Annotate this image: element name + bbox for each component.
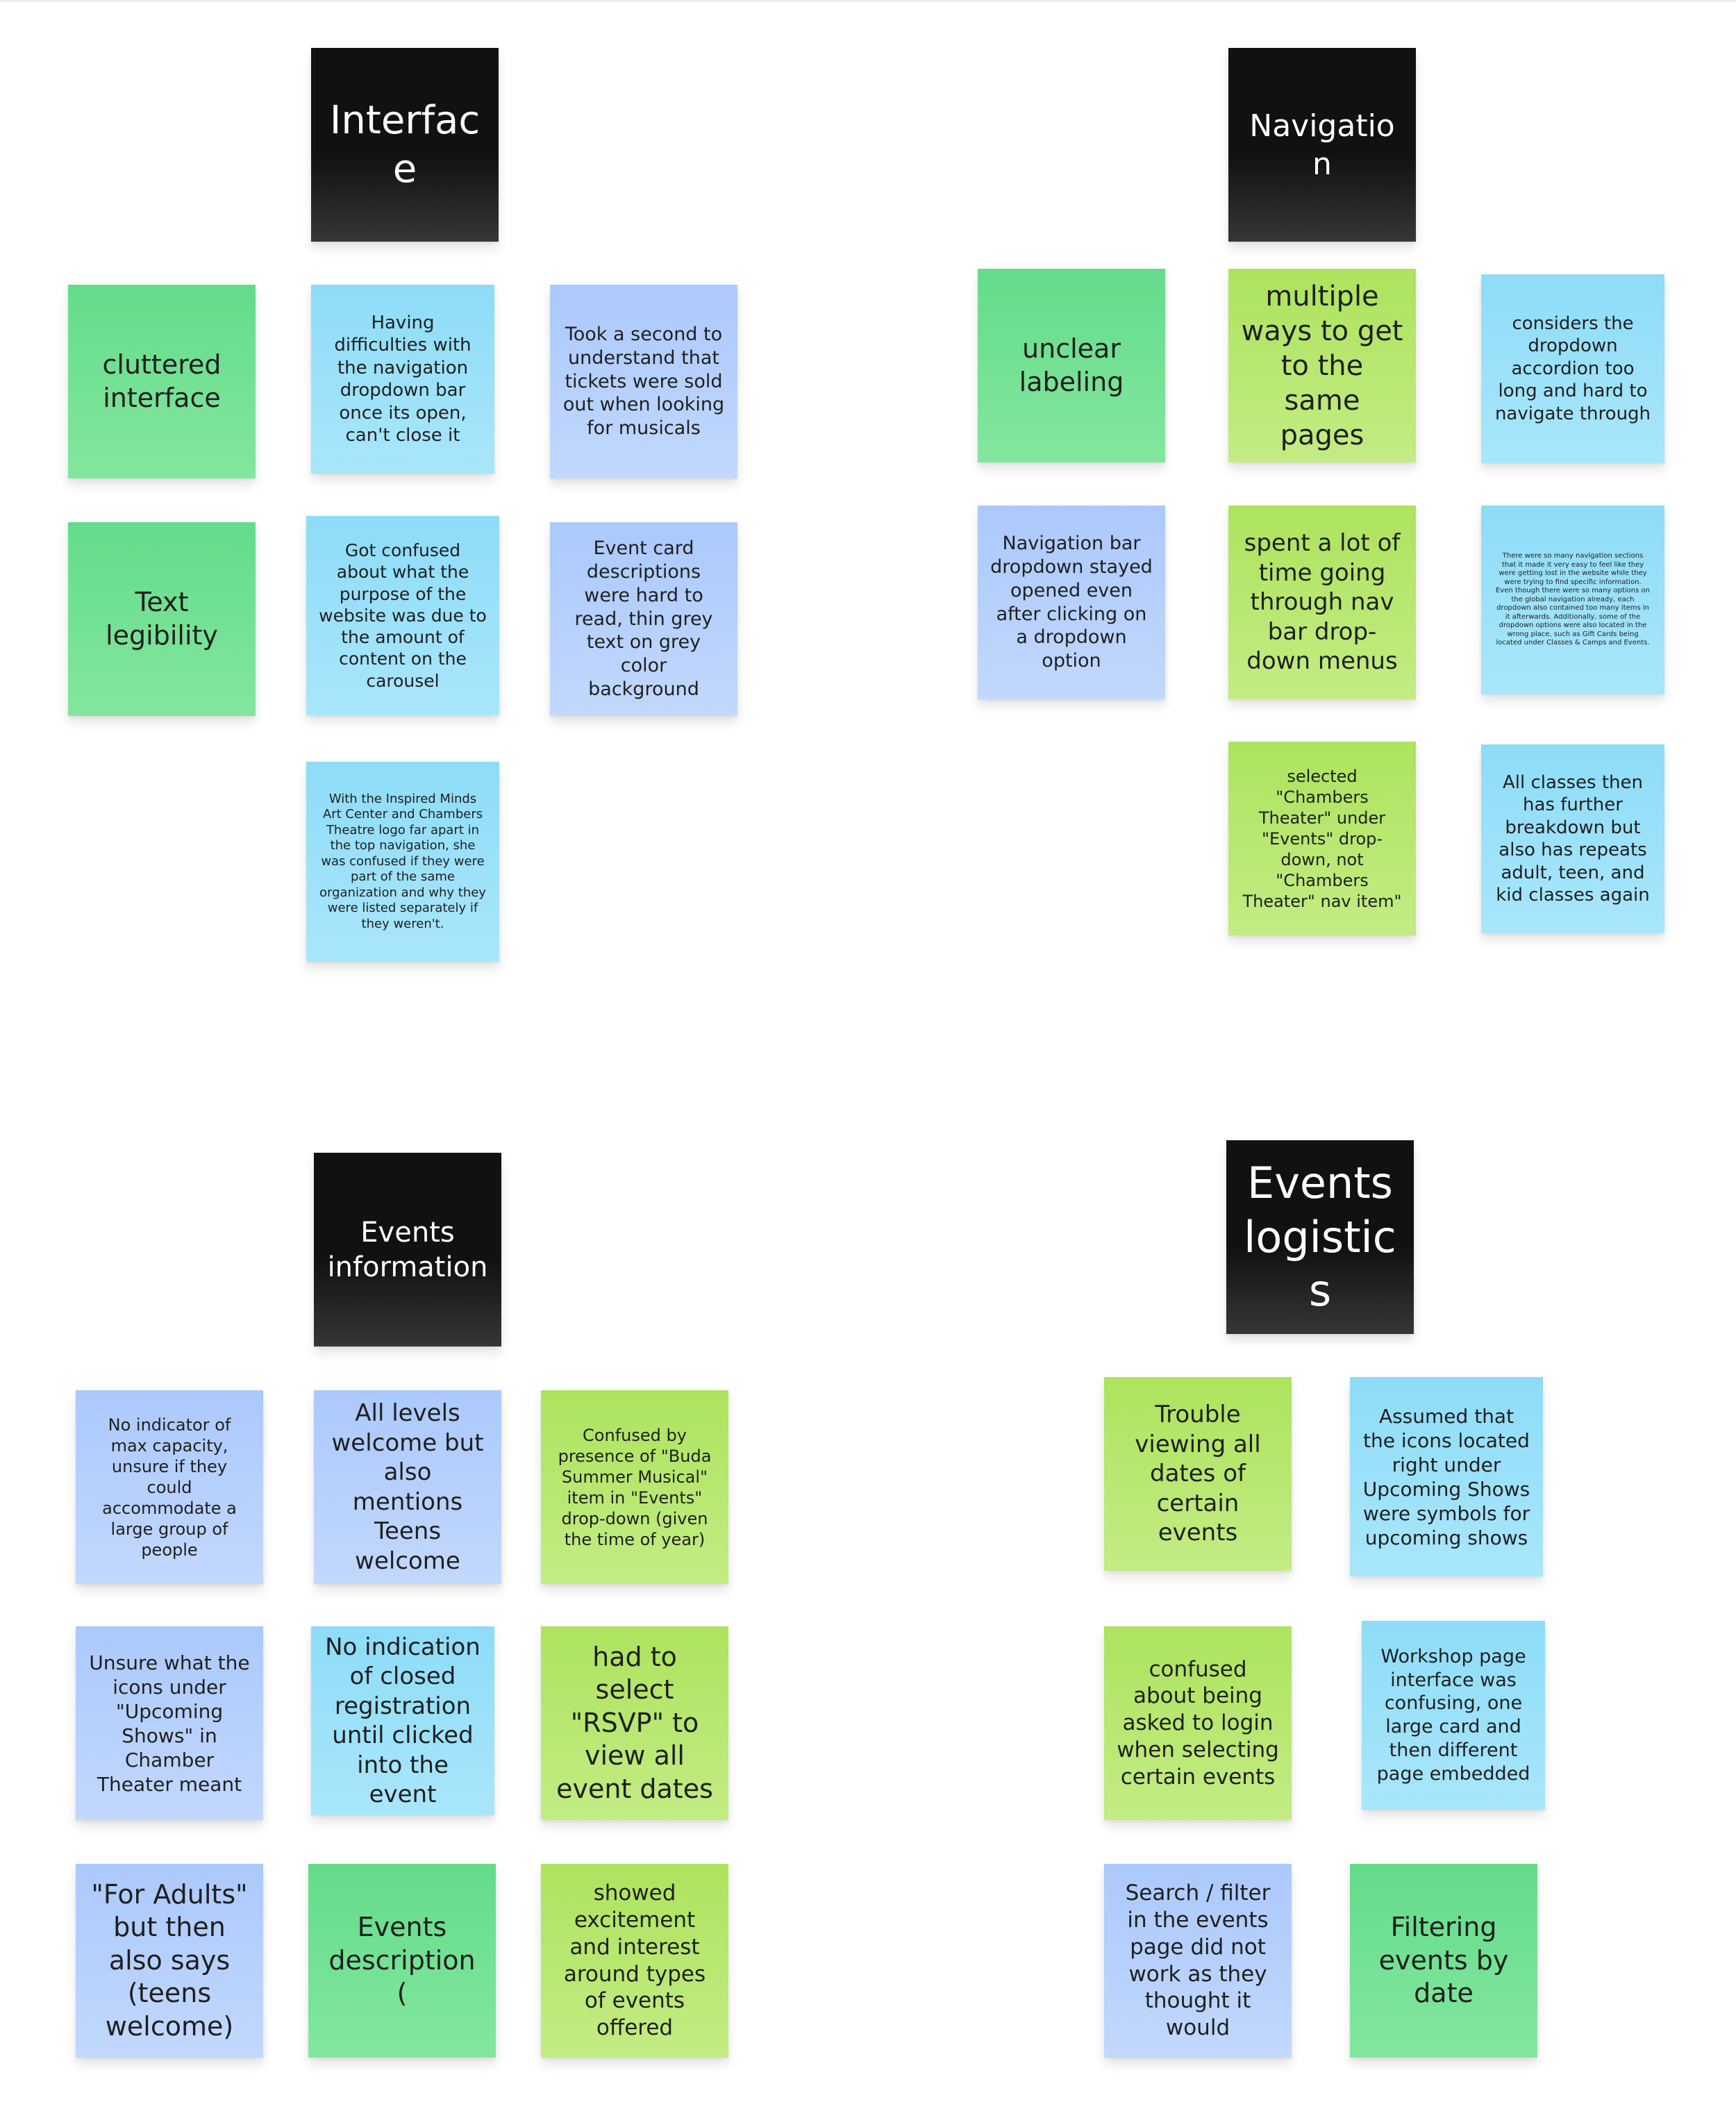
canvas-top-border [0,0,1736,2]
sticky-note-text: Unsure what the icons under "Upcoming Sh… [89,1651,250,1796]
sticky-note-text: No indicator of max capacity, unsure if … [102,1415,237,1560]
interface-header-note[interactable]: Interface [311,48,499,242]
sticky-note-text: Event card descriptions were hard to rea… [574,537,713,700]
sticky-note-text: unclear labeling [1019,333,1124,397]
sticky-note-chambers-theater-selection[interactable]: selected "Chambers Theater" under "Event… [1228,742,1416,935]
events-information-header-label: Events information [327,1216,488,1283]
sticky-note-buda-summer-musical[interactable]: Confused by presence of "Buda Summer Mus… [541,1390,728,1584]
sticky-note-text-legibility[interactable]: Text legibility [68,522,256,716]
sticky-note-events-description[interactable]: Events description ( [308,1864,496,2058]
navigation-header-label: Navigation [1249,108,1395,182]
sticky-note-text: Search / filter in the events page did n… [1125,1881,1271,2040]
sticky-note-search-filter[interactable]: Search / filter in the events page did n… [1104,1864,1292,2058]
sticky-note-excitement-events[interactable]: showed excitement and interest around ty… [541,1864,728,2058]
sticky-note-text: No indication of closed registration unt… [325,1633,481,1809]
sticky-note-rsvp-dates[interactable]: had to select "RSVP" to view all event d… [541,1626,728,1820]
sticky-note-unclear-labeling[interactable]: unclear labeling [978,269,1165,462]
navigation-header-note[interactable]: Navigation [1228,48,1416,242]
sticky-note-upcoming-shows-symbols[interactable]: Assumed that the icons located right und… [1350,1377,1543,1576]
sticky-note-time-in-menus[interactable]: spent a lot of time going through nav ba… [1228,506,1416,699]
sticky-note-text: Text legibility [106,587,218,651]
sticky-note-text: Having difficulties with the navigation … [334,312,471,447]
sticky-note-closed-registration[interactable]: No indication of closed registration unt… [311,1626,494,1815]
sticky-note-all-levels-welcome[interactable]: All levels welcome but also mentions Tee… [314,1390,501,1584]
sticky-note-cluttered-interface[interactable]: cluttered interface [68,285,256,478]
sticky-note-text: Navigation bar dropdown stayed opened ev… [990,533,1153,672]
sticky-note-dropdown-stayed-open[interactable]: Navigation bar dropdown stayed opened ev… [978,506,1165,699]
sticky-note-text: cluttered interface [102,349,222,413]
sticky-note-text: Trouble viewing all dates of certain eve… [1135,1401,1261,1547]
interface-header-label: Interface [329,97,481,192]
sticky-note-text: Took a second to understand that tickets… [562,324,725,440]
sticky-note-workshop-page[interactable]: Workshop page interface was confusing, o… [1362,1621,1545,1810]
sticky-note-text: had to select "RSVP" to view all event d… [556,1641,713,1804]
sticky-note-upcoming-shows-icons[interactable]: Unsure what the icons under "Upcoming Sh… [76,1626,263,1820]
sticky-note-event-card-legibility[interactable]: Event card descriptions were hard to rea… [550,522,737,716]
sticky-note-text: Confused by presence of "Buda Summer Mus… [558,1425,712,1549]
sticky-note-text: "For Adults" but then also says (teens w… [91,1878,248,2042]
sticky-note-text: All levels welcome but also mentions Tee… [331,1399,484,1575]
sticky-note-text: multiple ways to get to the same pages [1241,280,1403,451]
sticky-note-max-capacity[interactable]: No indicator of max capacity, unsure if … [76,1390,263,1584]
sticky-note-for-adults[interactable]: "For Adults" but then also says (teens w… [76,1864,263,2058]
sticky-note-text: Filtering events by date [1378,1912,1509,2009]
sticky-note-text: considers the dropdown accordion too lon… [1494,312,1651,424]
sticky-note-carousel-confusion[interactable]: Got confused about what the purpose of t… [306,516,499,715]
sticky-note-text: Assumed that the icons located right und… [1362,1404,1530,1549]
sticky-note-text: selected "Chambers Theater" under "Event… [1242,766,1402,911]
events-information-header-note[interactable]: Events information [314,1153,501,1346]
sticky-note-filter-by-date[interactable]: Filtering events by date [1350,1864,1537,2058]
sticky-note-dropdown-accordion[interactable]: considers the dropdown accordion too lon… [1481,274,1664,463]
sticky-note-text: With the Inspired Minds Art Center and C… [319,791,486,931]
sticky-note-dropdown-difficulty[interactable]: Having difficulties with the navigation … [311,285,494,474]
sticky-note-multiple-ways[interactable]: multiple ways to get to the same pages [1228,269,1416,462]
sticky-note-login-confusion[interactable]: confused about being asked to login when… [1104,1626,1292,1820]
sticky-note-tickets-sold-out[interactable]: Took a second to understand that tickets… [550,285,737,478]
events-logistics-header-label: Events logistics [1244,1158,1396,1317]
sticky-note-text: showed excitement and interest around ty… [563,1881,706,2040]
sticky-note-too-many-nav-sections[interactable]: There were so many navigation sections t… [1481,506,1664,694]
sticky-note-text: Workshop page interface was confusing, o… [1376,1645,1530,1785]
sticky-note-text: confused about being asked to login when… [1117,1656,1279,1790]
sticky-note-text: There were so many navigation sections t… [1496,552,1650,647]
sticky-note-text: Events description ( [328,1912,476,2009]
events-logistics-header-note[interactable]: Events logistics [1226,1140,1414,1334]
sticky-note-logo-placement[interactable]: With the Inspired Minds Art Center and C… [306,762,499,962]
sticky-note-trouble-viewing-dates[interactable]: Trouble viewing all dates of certain eve… [1104,1377,1292,1571]
sticky-note-class-repeats[interactable]: All classes then has further breakdown b… [1481,744,1664,933]
sticky-note-text: spent a lot of time going through nav ba… [1244,529,1401,676]
sticky-note-text: All classes then has further breakdown b… [1496,772,1650,906]
sticky-note-text: Got confused about what the purpose of t… [319,540,487,691]
